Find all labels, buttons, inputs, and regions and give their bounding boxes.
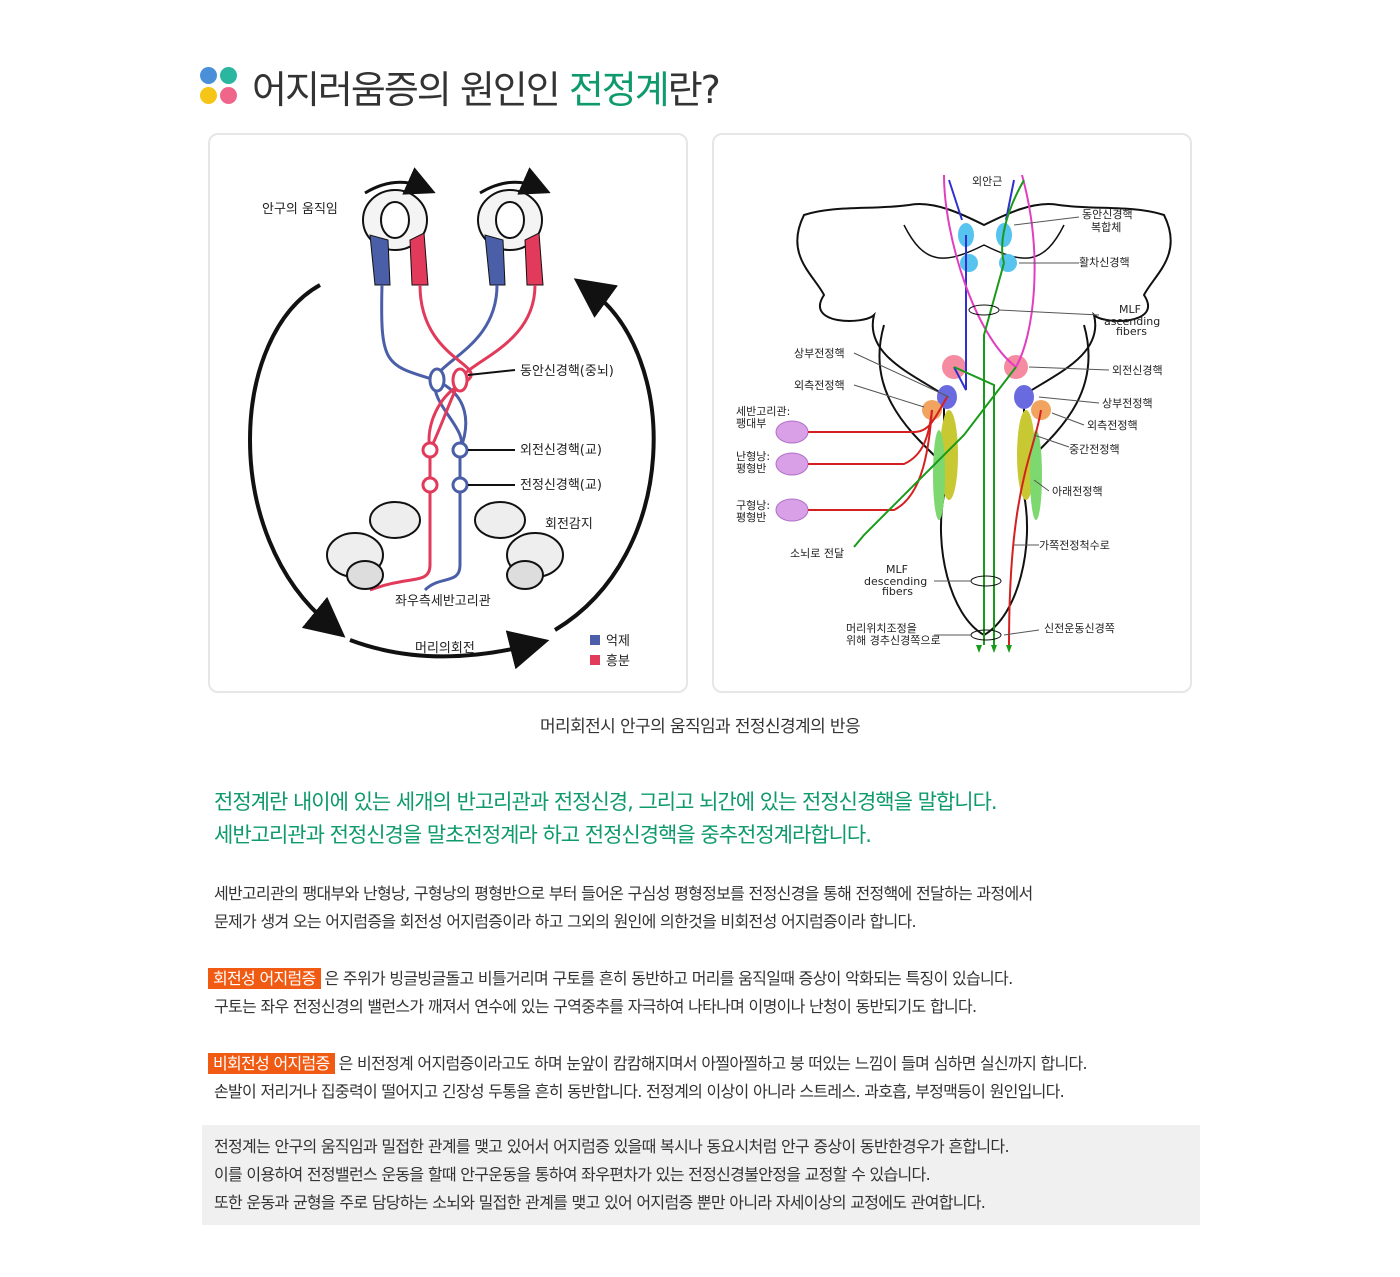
right-inner-ear-icon [474, 501, 564, 590]
box-line: 이를 이용하여 전정밸런스 운동을 할때 안구운동을 통하여 좌우편차가 있는 … [214, 1165, 931, 1184]
page-header: 어지러움증의 원인인 전정계란? [200, 58, 721, 114]
page-title: 어지러움증의 원인인 전정계란? [252, 67, 721, 112]
left-eye-icon [362, 167, 436, 286]
title-highlight: 전정계 [568, 67, 670, 112]
paragraph-line: 손발이 저리거나 집중력이 떨어지고 긴장성 두통을 흔히 동반합니다. 전정계… [214, 1082, 1065, 1101]
label-cervical-1: 머리위치조정을 [846, 622, 917, 635]
label-vestibular: 전정신경핵(교) [520, 478, 602, 493]
label-abducens: 외전신경핵 [1112, 364, 1163, 377]
label-mlf-asc-2: ascending [1104, 315, 1160, 328]
lead-text: 전정계란 내이에 있는 세개의 반고리관과 전정신경, 그리고 뇌간에 있는 전… [214, 786, 998, 852]
label-head-rotation: 머리의회전 [415, 641, 475, 656]
eye-reflex-diagram: 안구의 움직임 동안신경핵(중뇌) 외전신경핵(교) 전정신경핵(교) 회전감지… [208, 133, 688, 693]
label-saccule-1: 구형낭: [736, 499, 770, 512]
box-line: 전정계는 안구의 움직임과 밀접한 관계를 맺고 있어서 어지럼증 있을때 복시… [214, 1137, 1010, 1156]
label-spinal: 신전운동신경쪽 [1044, 622, 1115, 635]
right-eye-icon [477, 167, 551, 286]
label-saccule-2: 평형반 [736, 511, 766, 524]
legend-excite: 흥분 [606, 654, 630, 669]
left-inner-ear-icon [326, 501, 421, 590]
label-mlf-desc-2: descending [864, 575, 927, 588]
figure-caption: 머리회전시 안구의 움직임과 전정신경계의 반응 [539, 717, 861, 737]
four-dots-icon [200, 67, 238, 105]
legend-inhibit: 억제 [606, 634, 630, 649]
label-oc-complex-2: 복합체 [1091, 221, 1121, 234]
vertigo-tag: 회전성 어지럼증 [208, 968, 321, 989]
label-mlf-desc-3: fibers [882, 585, 913, 598]
label-mlf-asc-3: fibers [1116, 325, 1147, 338]
intro-paragraph: 세반고리관의 팽대부와 난형낭, 구형낭의 평형반으로 부터 들어온 구심성 평… [214, 880, 1033, 936]
label-oc-complex-1: 동안신경핵 [1082, 208, 1133, 221]
label-rotation-sense: 회전감지 [545, 517, 593, 532]
paragraph-line: 문제가 생겨 오는 어지럼증을 회전성 어지럼증이라 하고 그외의 원인에 의한… [214, 912, 917, 931]
label-utricle-2: 평형반 [736, 462, 766, 475]
label-abducens: 외전신경핵(교) [520, 443, 602, 458]
brainstem-diagram: 외안근 동안신경핵 복합체 활차신경핵 MLF ascending fibers… [712, 133, 1192, 693]
label-mlf-desc-1: MLF [886, 563, 908, 576]
label-lateral-tract: 가쪽전정척수로 [1039, 539, 1110, 552]
non-vertigo-tag: 비회전성 어지럼증 [208, 1053, 335, 1074]
label-trochlear: 활차신경핵 [1079, 255, 1130, 269]
label-cervical-2: 위해 경추신경쪽으로 [846, 633, 941, 647]
paragraph-line: 은 비전정계 어지럼증이라고도 하며 눈앞이 캄캄해지며서 아찔아찔하고 붕 떠… [338, 1054, 1088, 1073]
label-ampulla-1: 세반고리관: [736, 405, 790, 418]
paragraph-line: 은 주위가 빙글빙글돌고 비틀거리며 구토를 흔히 동반하고 머리를 움직일때 … [324, 969, 1014, 988]
label-medial: 중간전정핵 [1069, 443, 1120, 456]
label-ampulla-2: 팽대부 [736, 417, 766, 430]
label-mlf-asc-1: MLF [1119, 303, 1141, 316]
label-superior-r: 상부전정핵 [1102, 397, 1153, 410]
lead-line: 세반고리관과 전정신경을 말초전정계라 하고 전정신경핵을 중추전정계라합니다. [214, 823, 872, 847]
label-lateral-l: 외측전정핵 [794, 379, 845, 392]
label-inferior: 아래전정핵 [1052, 485, 1103, 498]
label-utricle-1: 난형낭: [736, 450, 770, 463]
summary-box: 전정계는 안구의 움직임과 밀접한 관계를 맺고 있어서 어지럼증 있을때 복시… [202, 1125, 1200, 1225]
label-extraocular: 외안근 [972, 175, 1002, 188]
label-semicircular: 좌우측세반고리관 [395, 594, 491, 609]
box-line: 또한 운동과 균형을 주로 담당하는 소뇌와 밀접한 관계를 맺고 있어 어지럼… [214, 1193, 986, 1212]
label-oculomotor: 동안신경핵(중뇌) [520, 364, 614, 379]
label-lateral-r: 외측전정핵 [1087, 419, 1138, 432]
label-eye-movement: 안구의 움직임 [262, 202, 338, 217]
paragraph-line: 구토는 좌우 전정신경의 밸런스가 깨져서 연수에 있는 구역중추를 자극하여 … [214, 997, 977, 1016]
lead-line: 전정계란 내이에 있는 세개의 반고리관과 전정신경, 그리고 뇌간에 있는 전… [214, 790, 998, 814]
label-cerebellum: 소뇌로 전달 [790, 547, 844, 560]
label-superior-l: 상부전정핵 [794, 347, 845, 360]
paragraph-line: 세반고리관의 팽대부와 난형낭, 구형낭의 평형반으로 부터 들어온 구심성 평… [214, 884, 1033, 903]
